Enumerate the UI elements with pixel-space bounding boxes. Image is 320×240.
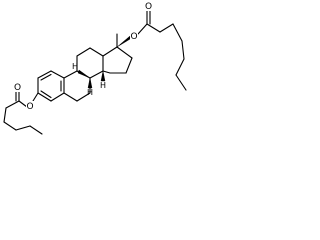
ester-left xyxy=(3,91,43,135)
chain-left-1 xyxy=(5,100,20,109)
chain-right-2 xyxy=(159,23,174,33)
bond-a2 xyxy=(50,70,65,79)
mask-ester-oxygen-right xyxy=(130,31,138,41)
carbonyl-oxygen-left-label: O xyxy=(14,83,21,93)
chain-right-4 xyxy=(181,40,185,60)
chain-right-3 xyxy=(172,23,183,42)
bond-o-carbonyl-left xyxy=(18,100,28,108)
bond-c3 xyxy=(89,47,104,57)
mask-carbonyl-oxygen-left xyxy=(13,82,21,92)
ring-d xyxy=(102,46,133,74)
wedge-c8-h xyxy=(77,69,91,79)
bond-d1 xyxy=(102,46,118,57)
carbonyl-oxygen-right-label: O xyxy=(145,2,152,12)
double-bond-a1 xyxy=(40,73,52,81)
h-c9-label: H xyxy=(87,88,93,97)
bond-c3-o xyxy=(32,92,39,102)
chain-left-3 xyxy=(3,121,17,131)
ester-oxygen-right-label: O xyxy=(130,32,137,42)
chain-right-6 xyxy=(175,74,187,91)
bond-d3 xyxy=(125,57,133,74)
bond-a4 xyxy=(50,92,65,102)
double-bond-a3 xyxy=(40,90,52,99)
bond-c2 xyxy=(76,47,91,57)
bond-b4 xyxy=(76,92,91,102)
bond-c5 xyxy=(89,70,104,79)
bond-b1 xyxy=(63,70,78,79)
h-c14-label: H xyxy=(100,81,106,90)
mask-carbonyl-oxygen-right xyxy=(144,1,152,11)
chain-right-5 xyxy=(175,58,185,76)
bond-d5 xyxy=(102,70,111,74)
ring-c xyxy=(76,47,104,79)
chain-right-1 xyxy=(146,23,161,33)
chain-left-5 xyxy=(29,125,43,135)
ester-right xyxy=(137,10,187,91)
bond-o-carbonyl-right xyxy=(137,23,148,35)
ring-a-aromatic xyxy=(37,70,65,102)
wedge-c14-h xyxy=(100,70,106,82)
wedge-c17-o xyxy=(116,35,132,48)
chain-left-2 xyxy=(3,107,7,123)
bond-d2 xyxy=(116,46,133,59)
ester-oxygen-left-label: O xyxy=(26,102,33,112)
mask-ester-oxygen-left xyxy=(26,101,34,111)
h-c8-label: H xyxy=(72,62,78,71)
wedge-c9-h xyxy=(87,77,93,89)
bond-a1 xyxy=(37,70,52,79)
bond-a5 xyxy=(37,92,52,102)
bond-b5 xyxy=(63,92,78,102)
chain-left-4 xyxy=(15,125,31,131)
molecule-structure-diagram: O O O O H H H xyxy=(3,1,187,135)
